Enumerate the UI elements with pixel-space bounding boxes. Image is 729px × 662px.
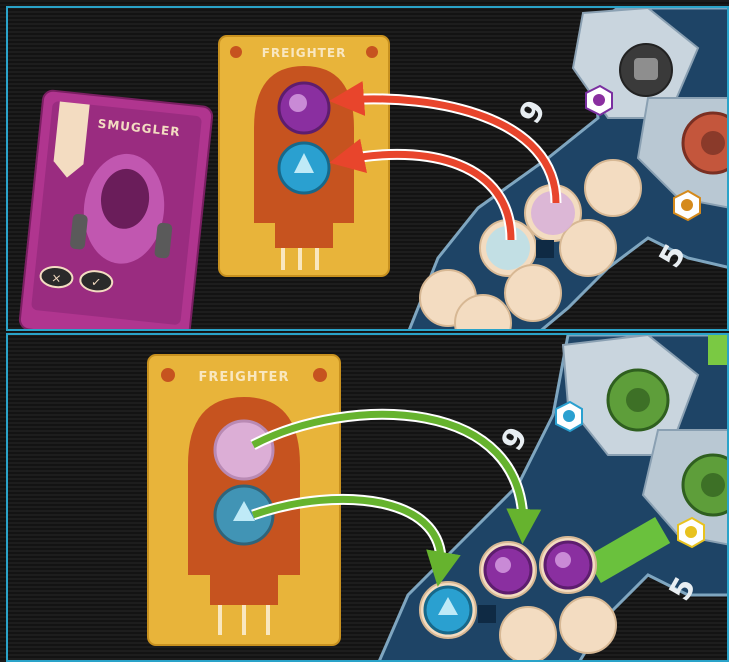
svg-text:✓: ✓ <box>90 275 101 290</box>
freighter-title: FREIGHTER <box>199 370 290 385</box>
smuggler-card: SMUGGLER × ✓ <box>19 90 213 331</box>
freighter-title: FREIGHTER <box>262 46 347 60</box>
purple-crate-ghost <box>215 421 273 479</box>
sector-number-a: 9 <box>513 94 554 130</box>
green-marker <box>708 335 729 365</box>
svg-text:×: × <box>51 271 62 286</box>
top-panel: 9 5 <box>6 6 729 331</box>
top-panel-art: 9 5 <box>8 8 729 331</box>
bottom-panel-art: 9 5 <box>8 335 729 662</box>
ship-board: 9 5 <box>378 335 729 662</box>
bottom-panel: 9 5 <box>6 333 729 662</box>
